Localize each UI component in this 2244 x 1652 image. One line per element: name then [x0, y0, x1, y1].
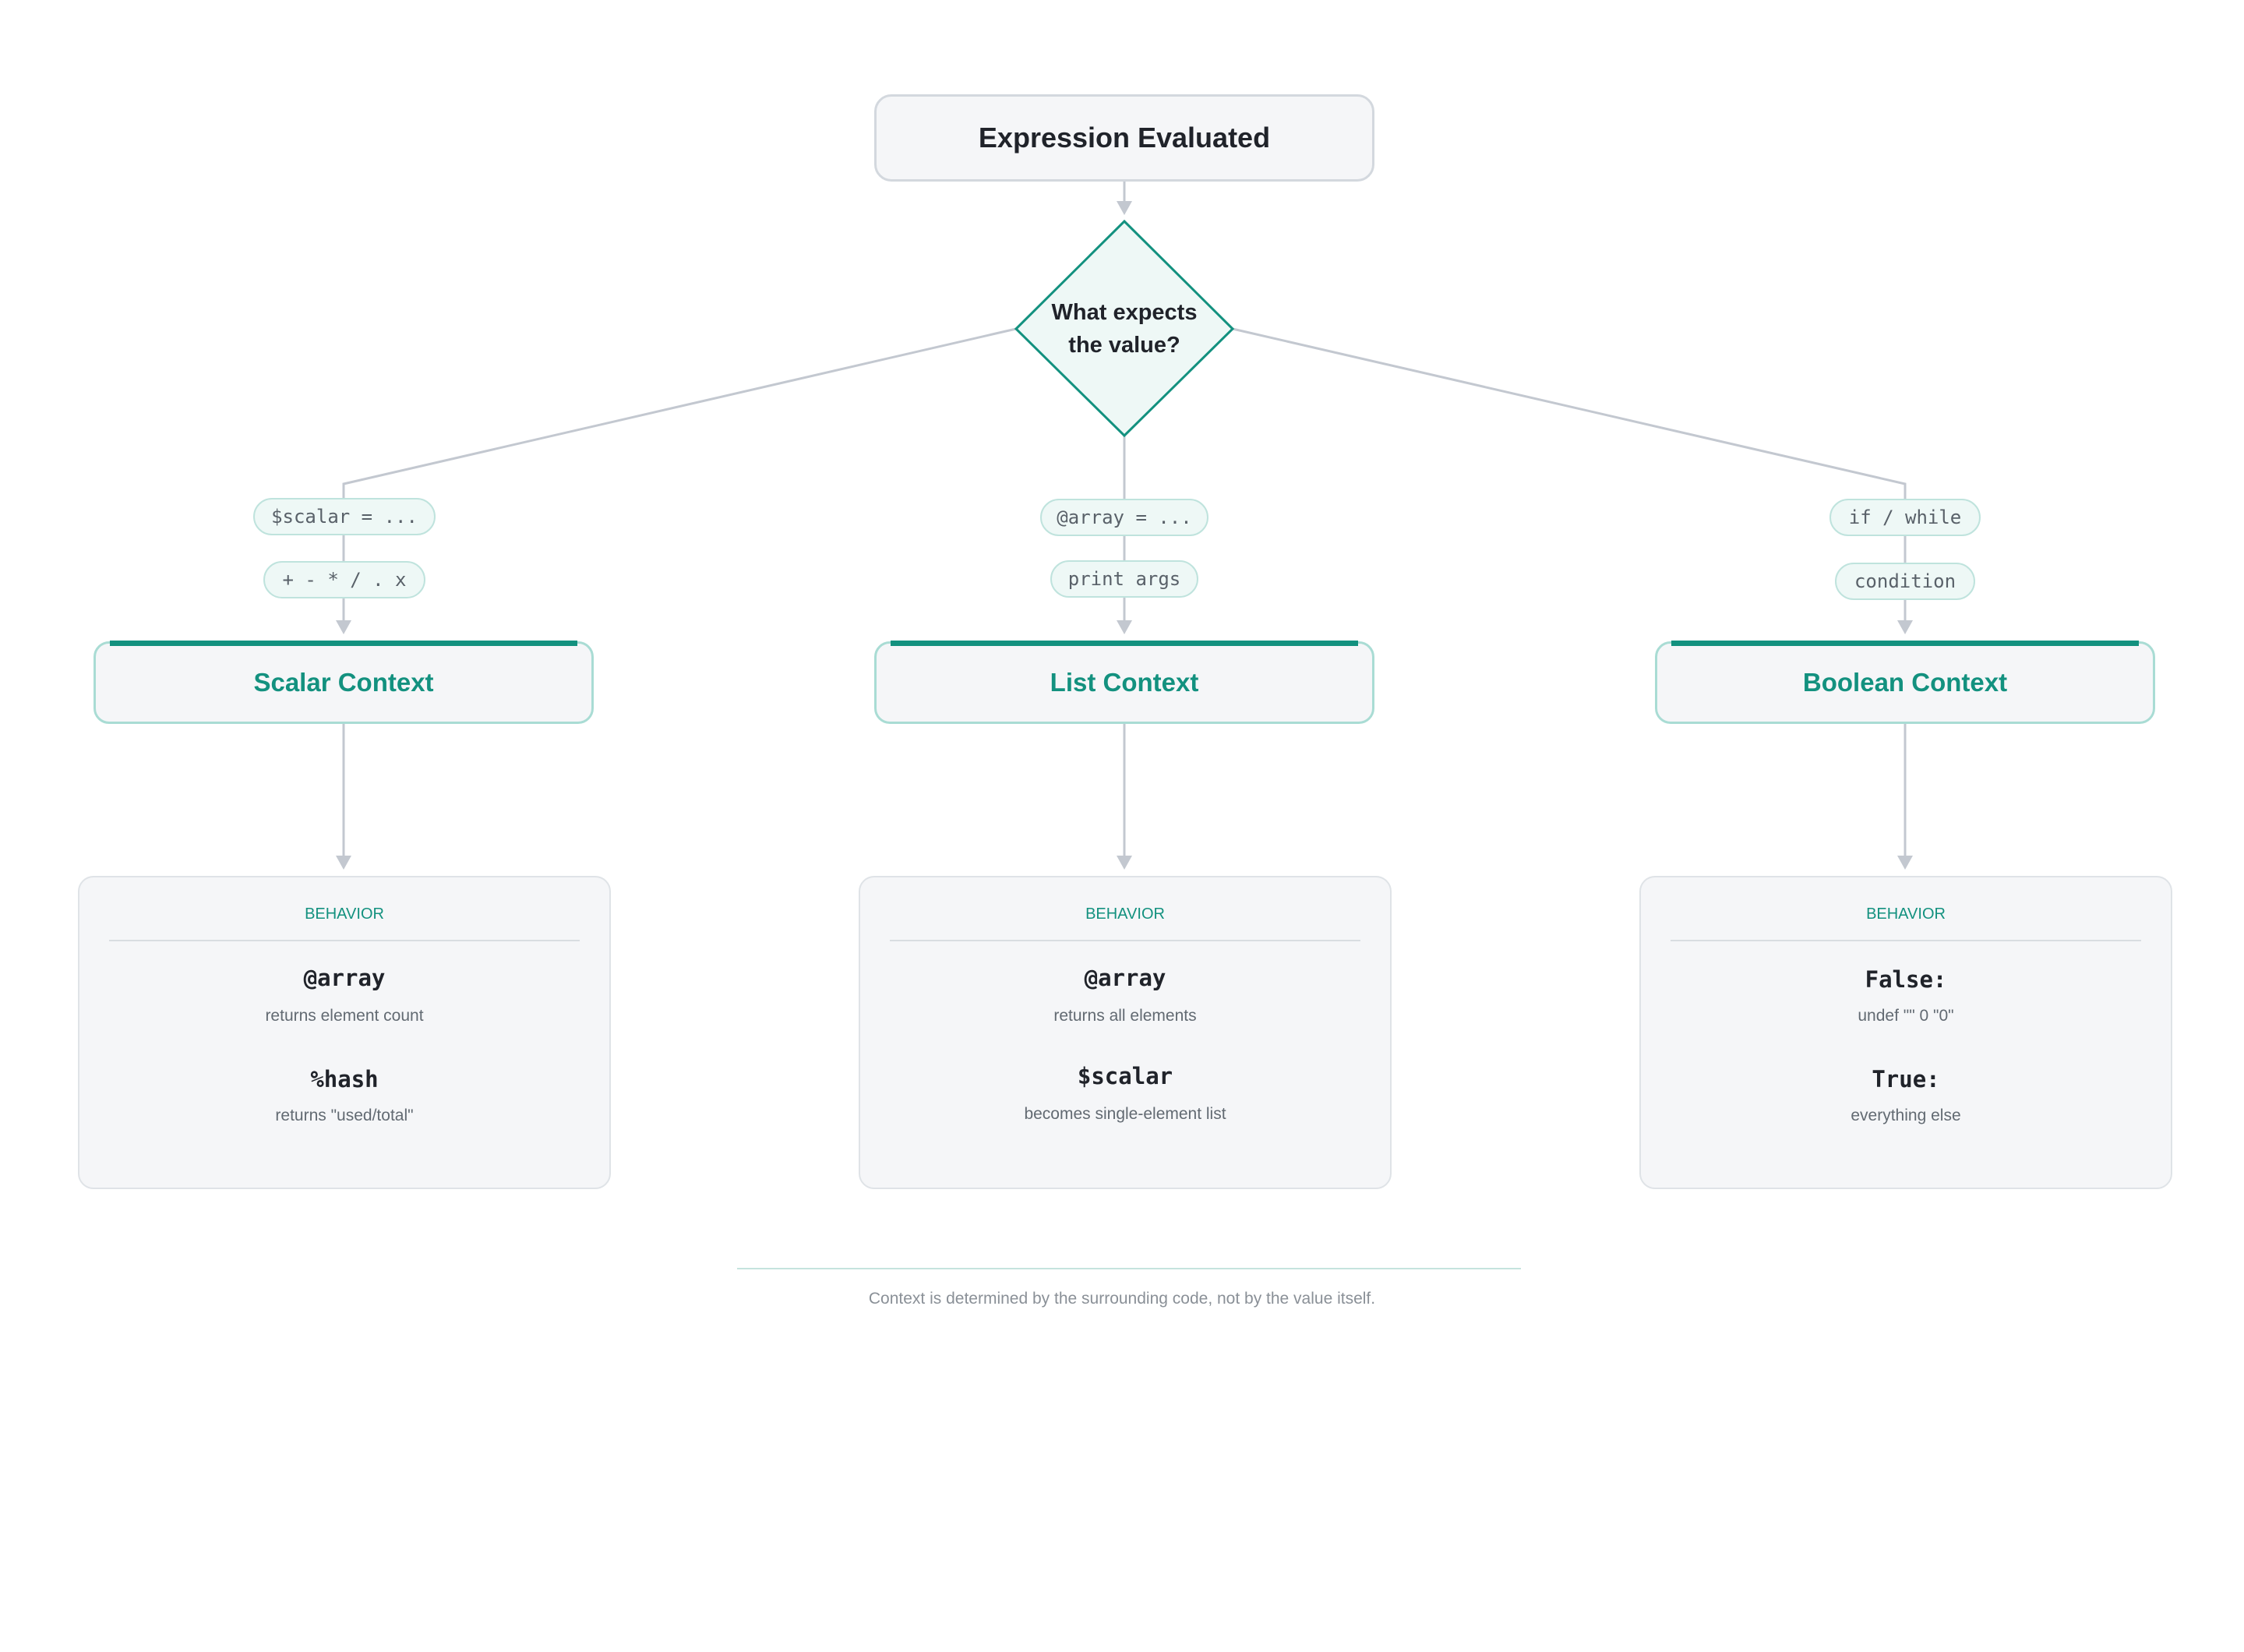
arrowhead-list-card	[1117, 856, 1132, 870]
context-accent-bar	[1671, 641, 2139, 646]
behavior-desc: undef "" 0 "0"	[1858, 1007, 1954, 1025]
behavior-code: False:	[1865, 966, 1947, 993]
list-context-node: List Context	[874, 641, 1374, 724]
decision-label-line1: What expects	[1051, 300, 1198, 325]
trigger-pill-list-assign: @array = ...	[1040, 499, 1208, 536]
behavior-desc: returns element count	[265, 1007, 424, 1025]
footer-note: Context is determined by the surrounding…	[868, 1290, 1376, 1308]
behavior-code: %hash	[310, 1066, 379, 1093]
footer-divider	[737, 1268, 1521, 1269]
trigger-pill-boolean-condition: condition	[1835, 563, 1975, 600]
arrowhead-scalar-context	[336, 620, 351, 634]
behavior-desc: returns "used/total"	[275, 1107, 414, 1124]
trigger-pill-list-print: print args	[1050, 560, 1198, 598]
decision-label: What expects the value?	[1028, 296, 1220, 362]
trigger-pill-scalar-assign: $scalar = ...	[253, 498, 436, 535]
scalar-context-node: Scalar Context	[94, 641, 594, 724]
card-heading: BEHAVIOR	[1866, 905, 1946, 923]
behavior-desc: returns all elements	[1053, 1007, 1197, 1025]
trigger-pill-scalar-operators: + - * / . x	[263, 561, 425, 598]
connector-decision-to-boolean	[1232, 327, 1907, 622]
connector-decision-to-scalar	[342, 327, 1017, 622]
behavior-desc: becomes single-element list	[1024, 1105, 1226, 1123]
arrowhead-list-context	[1117, 620, 1132, 634]
card-heading: BEHAVIOR	[1085, 905, 1165, 923]
behavior-code: $scalar	[1077, 1063, 1173, 1089]
start-node-label: Expression Evaluated	[978, 122, 1271, 154]
boolean-behavior-card: BEHAVIOR False: undef "" 0 "0" True: eve…	[1639, 876, 2172, 1189]
card-heading: BEHAVIOR	[305, 905, 384, 923]
scalar-behavior-card: BEHAVIOR @array returns element count %h…	[78, 876, 611, 1189]
context-accent-bar	[891, 641, 1358, 646]
arrowhead-scalar-card	[336, 856, 351, 870]
start-node: Expression Evaluated	[874, 94, 1374, 182]
decision-diamond	[1014, 219, 1235, 438]
card-divider	[109, 940, 580, 941]
scalar-context-label: Scalar Context	[253, 668, 434, 697]
card-divider	[1671, 940, 2141, 941]
list-behavior-card: BEHAVIOR @array returns all elements $sc…	[859, 876, 1392, 1189]
boolean-context-node: Boolean Context	[1655, 641, 2155, 724]
context-accent-bar	[110, 641, 577, 646]
arrowhead-boolean-card	[1897, 856, 1913, 870]
behavior-code: True:	[1872, 1066, 1940, 1093]
behavior-code: @array	[303, 965, 386, 991]
decision-label-line2: the value?	[1068, 333, 1180, 358]
arrowhead-boolean-context	[1897, 620, 1913, 634]
trigger-pill-boolean-if: if / while	[1829, 499, 1981, 536]
card-divider	[890, 940, 1360, 941]
list-context-label: List Context	[1050, 668, 1199, 697]
behavior-code: @array	[1084, 965, 1166, 991]
boolean-context-label: Boolean Context	[1802, 668, 2008, 697]
behavior-desc: everything else	[1851, 1107, 1961, 1124]
arrowhead-decision	[1117, 201, 1132, 215]
